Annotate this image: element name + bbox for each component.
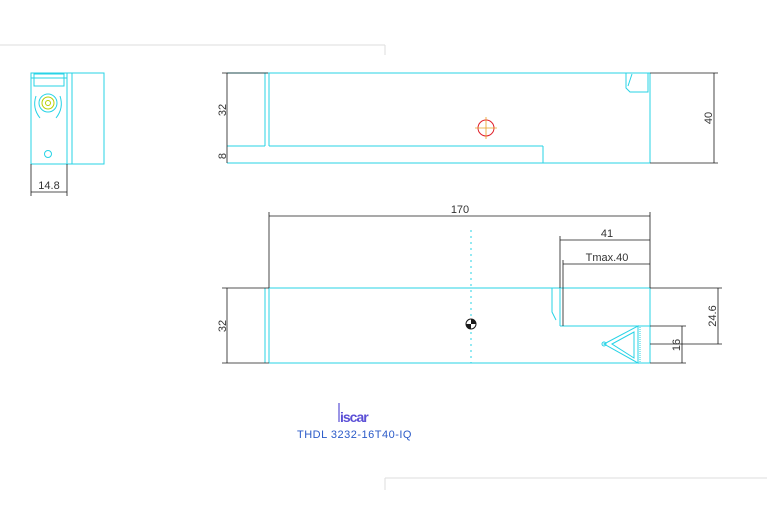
tool-designation: THDL 3232-16T40-IQ	[297, 429, 412, 441]
top-view: 32 8 40	[217, 72, 718, 164]
dim-front-41: 41	[559, 228, 650, 288]
dim-front-length-label: 170	[451, 204, 469, 216]
dim-front-24-6-label: 24.6	[707, 305, 719, 326]
dim-top-base-label: 8	[217, 153, 229, 159]
dim-top-total-label: 40	[703, 112, 715, 124]
dim-top-height: 32	[217, 72, 268, 146]
brand-logo-text: iscar	[340, 409, 369, 425]
center-mark-icon	[475, 117, 497, 139]
dim-front-length: 170	[268, 204, 651, 288]
center-mark-icon	[465, 318, 477, 330]
dim-front-width: 32	[217, 287, 269, 364]
sheet-frame	[0, 44, 767, 490]
title-block: iscar THDL 3232-16T40-IQ	[297, 403, 412, 441]
end-view: 14.8	[30, 72, 105, 196]
coolant-hole-icon	[44, 150, 52, 158]
dim-top-height-label: 32	[217, 104, 229, 116]
brand-logo: iscar	[338, 403, 370, 425]
dim-front-41-label: 41	[601, 228, 613, 240]
dim-end-width: 14.8	[30, 164, 68, 196]
dim-front-16: 16	[650, 325, 686, 364]
dim-end-width-label: 14.8	[38, 180, 59, 192]
dim-front-16-label: 16	[671, 339, 683, 351]
front-view: 170 41 Tmax.40 32 24.6	[217, 204, 722, 364]
dim-top-total: 40	[650, 72, 718, 164]
dim-front-tmax: Tmax.40	[562, 252, 650, 326]
end-view-clamp	[33, 73, 65, 87]
screw-head-icon	[38, 93, 58, 113]
insert-icon	[601, 325, 651, 364]
dim-front-24-6: 24.6	[650, 287, 722, 345]
dim-top-base: 8	[217, 146, 229, 163]
dim-front-width-label: 32	[217, 320, 229, 332]
dim-front-tmax-label: Tmax.40	[586, 252, 629, 264]
